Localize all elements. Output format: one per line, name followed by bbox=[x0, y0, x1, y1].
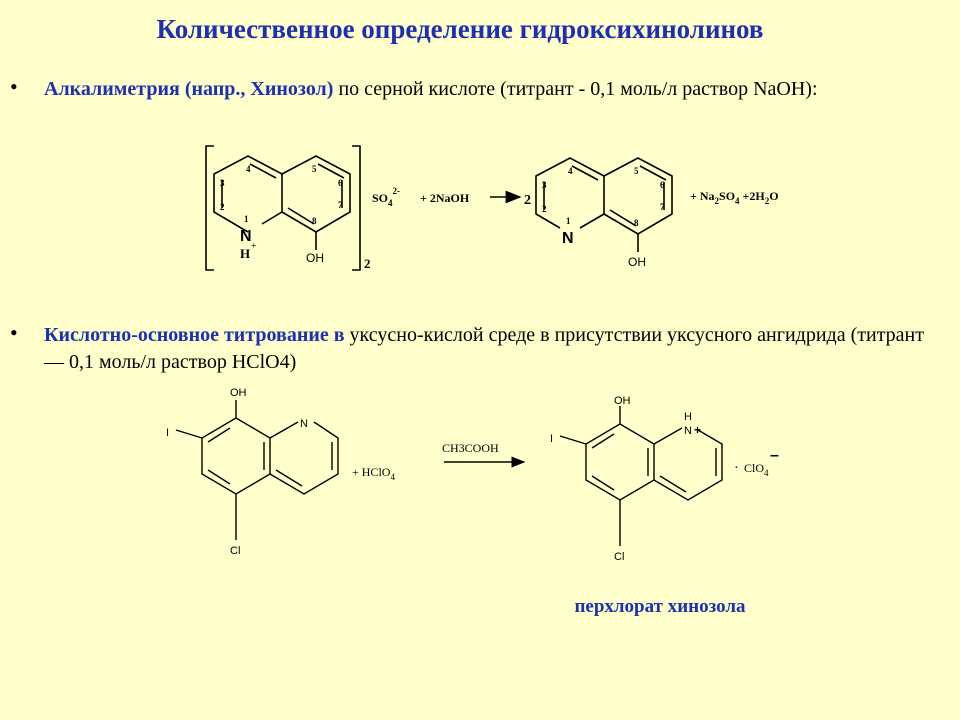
reactant-chlorine: Cl bbox=[230, 545, 240, 557]
ring-number-7: 7 bbox=[338, 200, 343, 210]
hclo4-reagent: + HClO4 bbox=[352, 465, 395, 482]
product-nitrogen: N bbox=[684, 425, 692, 437]
page-title: Количественное определение гидроксихинол… bbox=[156, 14, 764, 44]
perchlorate-ion: ClO4 bbox=[744, 461, 769, 478]
ring-number-2: 2 bbox=[220, 202, 225, 212]
product-plus-charge: + bbox=[694, 423, 701, 437]
alkalimetry-heading: Алкалиметрия (напр., Хинозол) bbox=[44, 78, 334, 100]
reactant-oh: OH bbox=[230, 387, 247, 399]
product-number-3: 3 bbox=[542, 180, 547, 190]
scheme1-atom-h: H bbox=[240, 246, 250, 261]
product-iodine: I bbox=[550, 433, 553, 445]
scheme1-oh: OH bbox=[306, 251, 324, 265]
quinosol-structure bbox=[175, 400, 339, 540]
acid-base-heading: Кислотно-основное титрование в bbox=[44, 324, 345, 346]
product-coefficient: 2 bbox=[524, 193, 531, 208]
hydroxyquinoline-structure bbox=[535, 157, 673, 252]
product-number-7: 7 bbox=[660, 202, 665, 212]
reactant-nitrogen: N bbox=[300, 418, 308, 430]
scheme1-atom-n: N bbox=[240, 228, 252, 245]
product-oh: OH bbox=[614, 395, 631, 407]
bullet-marker-1: • bbox=[10, 74, 18, 99]
product-hydrogen: H bbox=[684, 411, 692, 423]
product-number-5: 5 bbox=[634, 166, 639, 176]
paragraph-acid-base: Кислотно-основное титрование в уксусно-к… bbox=[44, 322, 924, 376]
paragraph-alkalimetry: Алкалиметрия (напр., Хинозол) по серной … bbox=[44, 76, 924, 103]
quinolinium-structure bbox=[205, 145, 361, 271]
product-number-1: 1 bbox=[566, 216, 571, 226]
scheme1-product-n: N bbox=[562, 230, 574, 247]
bracket-subscript: 2 bbox=[364, 256, 371, 271]
product-number-8: 8 bbox=[634, 218, 639, 228]
alkalimetry-text: по серной кислоте (титрант - 0,1 моль/л … bbox=[333, 78, 818, 100]
product-chlorine: Cl bbox=[614, 551, 624, 563]
scheme1-h-charge: + bbox=[251, 241, 257, 252]
bullet-marker-2: • bbox=[10, 320, 18, 345]
product-number-6: 6 bbox=[660, 180, 665, 190]
sulfate-ion: SO42- bbox=[372, 186, 400, 208]
product-number-4: 4 bbox=[568, 166, 573, 176]
ring-number-5: 5 bbox=[312, 164, 317, 174]
perchlorate-minus-charge: – bbox=[770, 447, 779, 464]
reactant-iodine: I bbox=[166, 427, 169, 439]
ring-number-6: 6 bbox=[338, 178, 343, 188]
product-number-2: 2 bbox=[542, 204, 547, 214]
naoh-reagent: + 2NaOH bbox=[420, 191, 470, 205]
acid-base-text: уксусно-кислой среде в присутствии уксус… bbox=[44, 324, 924, 373]
ring-number-1: 1 bbox=[244, 214, 249, 224]
ring-number-3: 3 bbox=[220, 178, 225, 188]
salt-dot: · bbox=[734, 461, 739, 476]
scheme1-product-oh: OH bbox=[628, 255, 646, 269]
perchlorate-structure bbox=[559, 406, 723, 546]
ring-number-4: 4 bbox=[246, 164, 251, 174]
ring-number-8: 8 bbox=[312, 216, 317, 226]
solvent-label: CH3COOH bbox=[442, 441, 499, 455]
byproducts: + Na2SO4 +2H2O bbox=[690, 189, 779, 206]
perchlorate-caption: перхлорат хинозола bbox=[574, 596, 746, 617]
